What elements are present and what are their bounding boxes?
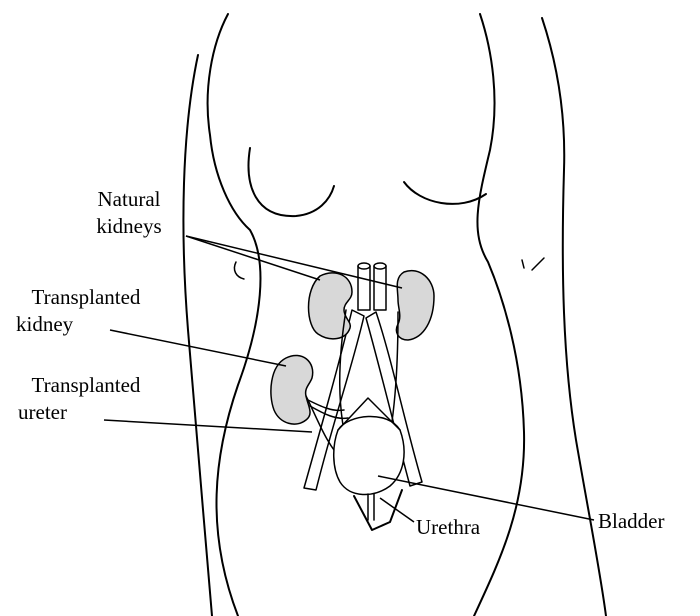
label-transplanted-kidney-line2: kidney bbox=[16, 311, 156, 338]
label-urethra-text: Urethra bbox=[416, 514, 480, 541]
vena-cava bbox=[374, 266, 386, 310]
label-transplanted-ureter: Transplanted ureter bbox=[16, 372, 156, 426]
left-breast-curve bbox=[249, 148, 334, 216]
pubic-outline bbox=[354, 490, 402, 530]
label-natural-kidneys-line2: kidneys bbox=[74, 213, 184, 240]
leader-natural-kidney-left bbox=[186, 236, 320, 280]
body-right-contour bbox=[474, 14, 524, 616]
body-outline bbox=[183, 14, 606, 616]
aorta-top bbox=[358, 263, 370, 269]
vena-cava-top bbox=[374, 263, 386, 269]
right-arm bbox=[542, 18, 606, 616]
right-waist-crease-1 bbox=[522, 260, 524, 268]
leader-bladder bbox=[378, 476, 594, 520]
urethra-line bbox=[368, 494, 374, 520]
left-waist-crease bbox=[234, 262, 244, 279]
label-natural-kidneys: Natural kidneys bbox=[74, 186, 184, 240]
label-bladder: Bladder bbox=[598, 508, 664, 535]
label-transplanted-ureter-line1: Transplanted bbox=[16, 372, 156, 399]
label-transplanted-ureter-line2: ureter bbox=[16, 399, 156, 426]
transplanted-kidney-shape bbox=[271, 355, 313, 424]
natural-kidney-right bbox=[396, 271, 434, 340]
label-bladder-text: Bladder bbox=[598, 508, 664, 535]
left-arm bbox=[183, 55, 212, 616]
label-natural-kidneys-line1: Natural bbox=[74, 186, 184, 213]
label-transplanted-kidney-line1: Transplanted bbox=[16, 284, 156, 311]
body-left-contour bbox=[208, 14, 261, 616]
label-urethra: Urethra bbox=[416, 514, 480, 541]
right-waist-crease-2 bbox=[532, 258, 544, 270]
leader-natural-kidney-right bbox=[186, 236, 402, 288]
aorta bbox=[358, 266, 370, 310]
label-transplanted-kidney: Transplanted kidney bbox=[16, 284, 156, 338]
right-breast-curve bbox=[404, 182, 486, 204]
natural-kidney-left bbox=[309, 273, 353, 339]
bladder-shape bbox=[334, 416, 404, 494]
